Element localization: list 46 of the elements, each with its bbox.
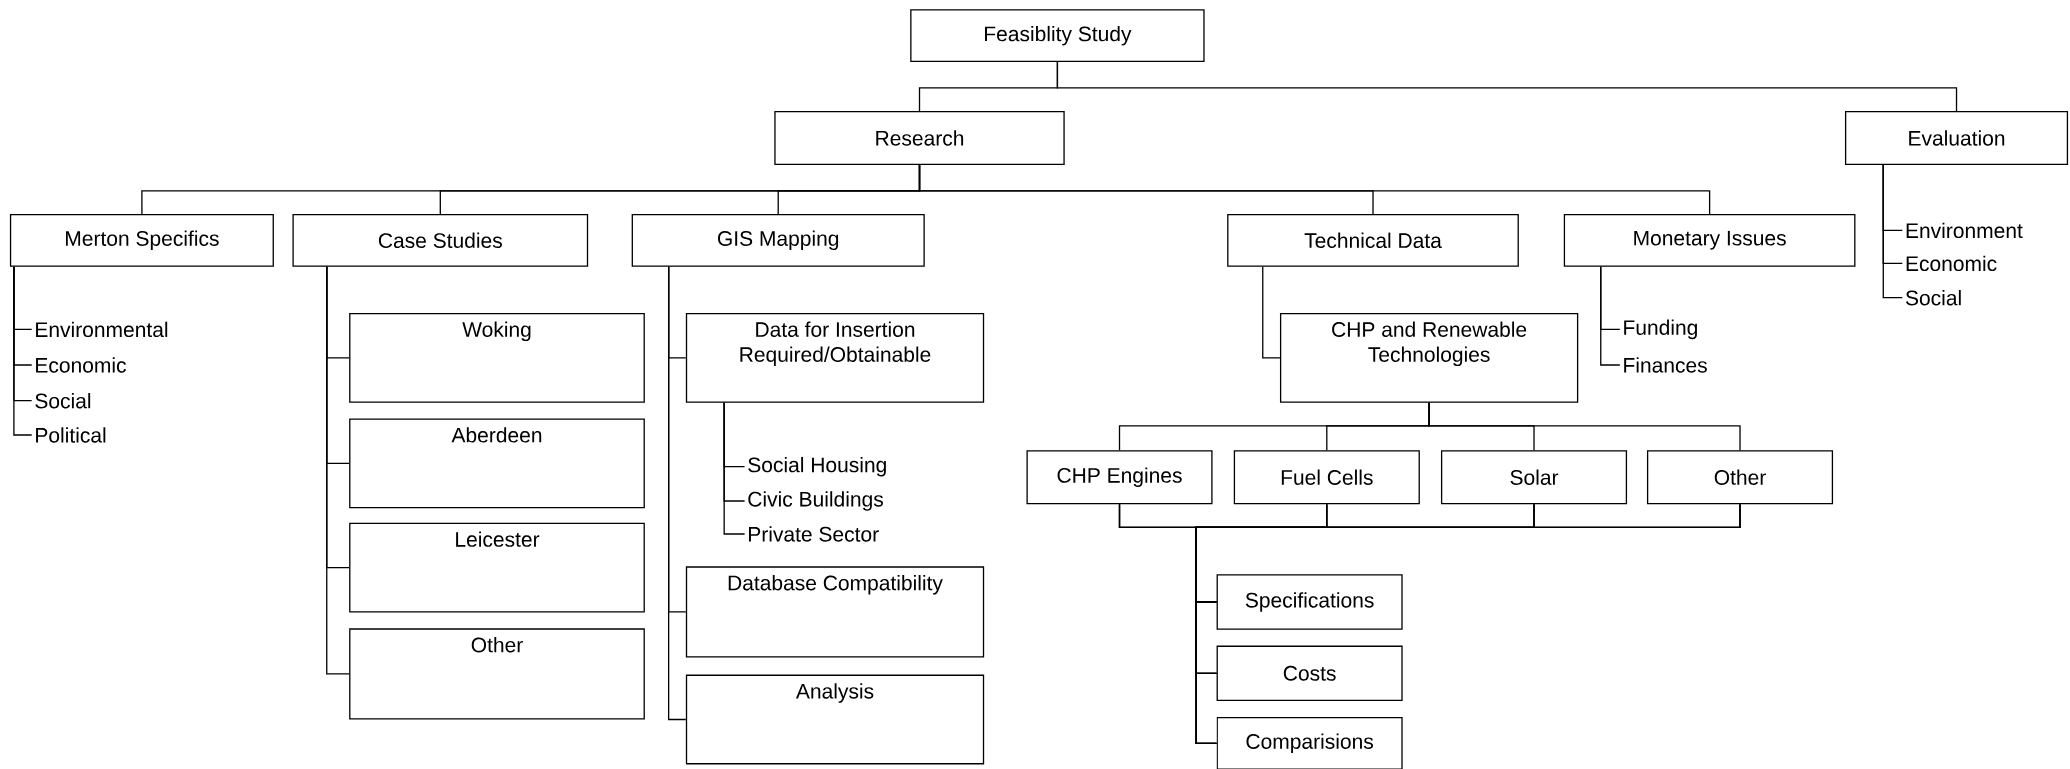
process-box: Case Studies <box>292 213 589 267</box>
connector-line <box>1428 402 1741 451</box>
process-box: GIS Mapping <box>631 213 925 267</box>
process-box: Fuel Cells <box>1233 450 1420 505</box>
process-box: Comparisions <box>1216 716 1403 769</box>
list-item: Social <box>1905 290 1961 306</box>
connector-line <box>1882 164 1903 299</box>
process-box: Monetary Issues <box>1563 213 1856 267</box>
list-item: Social Housing <box>748 456 886 477</box>
process-box: Woking <box>349 312 645 403</box>
list-item: Economic <box>1906 255 1997 272</box>
process-box: CHP and Renewable Technologies <box>1279 312 1579 403</box>
connector-line <box>13 266 33 436</box>
connector-line <box>918 164 1711 215</box>
process-box: Research <box>774 110 1065 166</box>
connector-line <box>1056 61 1958 112</box>
process-box: Evaluation <box>1844 110 2069 166</box>
process-box: Merton Specifics <box>9 213 274 267</box>
connector-line <box>1262 266 1281 359</box>
process-box: CHP Engines <box>1026 450 1213 505</box>
connector-line <box>723 402 746 535</box>
process-box: Leicester <box>349 522 645 613</box>
process-box: Feasiblity Study <box>910 9 1205 63</box>
process-box: Other <box>349 628 645 720</box>
list-item: Finances <box>1624 357 1707 373</box>
list-item: Funding <box>1624 319 1697 340</box>
list-item: Social <box>35 393 91 409</box>
process-box: Data for Insertion Required/Obtainable <box>685 312 985 403</box>
connector-line <box>668 266 687 721</box>
list-item: Private Sector <box>749 526 879 542</box>
connector-line <box>1195 503 1741 744</box>
list-item: Civic Buildings <box>748 491 883 511</box>
process-box: Aberdeen <box>349 418 645 509</box>
connector-line <box>326 266 350 675</box>
list-item: Environmental <box>36 321 168 338</box>
process-box: Analysis <box>685 674 985 765</box>
list-item: Economic <box>36 357 126 373</box>
list-item: Political <box>36 427 106 443</box>
process-box: Technical Data <box>1227 213 1519 267</box>
connector-line <box>1600 266 1621 366</box>
process-box: Specifications <box>1216 574 1403 630</box>
process-box: Costs <box>1216 645 1403 701</box>
process-box: Other <box>1646 450 1834 505</box>
list-item: Environment <box>1906 222 2023 239</box>
process-box: Database Compatibility <box>685 566 985 658</box>
process-box: Solar <box>1440 450 1628 505</box>
